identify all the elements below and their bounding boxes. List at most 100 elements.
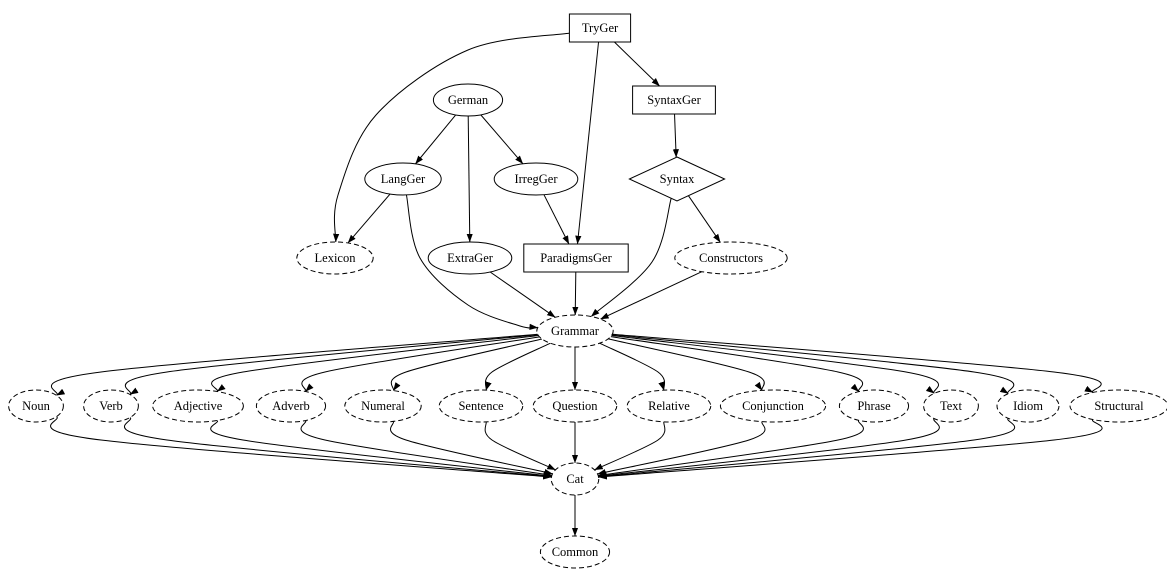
edge-grammar-text <box>611 335 940 394</box>
edge-syntax-grammar <box>590 198 672 317</box>
structural-shape <box>1069 389 1167 423</box>
node-label: Question <box>552 399 598 413</box>
node-sentence: Sentence <box>438 389 524 423</box>
node-paradigmsger: ParadigmsGer <box>523 243 629 273</box>
irregger-shape <box>493 162 579 196</box>
node-label: Adjective <box>174 399 223 413</box>
node-cat: Cat <box>550 462 600 496</box>
edge-grammar-structural <box>612 333 1102 393</box>
edge-phrase-cat <box>597 419 864 478</box>
node-label: TryGer <box>582 21 619 35</box>
node-verb: Verb <box>83 389 139 423</box>
node-syntaxger: SyntaxGer <box>632 85 716 115</box>
verb-shape <box>83 389 139 423</box>
edge-grammar-idiom <box>612 334 1015 395</box>
cat-shape <box>550 462 600 496</box>
node-label: German <box>448 93 489 107</box>
edge-german-langger <box>415 114 457 165</box>
node-noun: Noun <box>8 389 64 423</box>
edge-tryger-syntaxger <box>614 41 660 87</box>
edge-langger-lexicon <box>347 193 391 244</box>
common-shape <box>539 535 611 569</box>
adverb-shape <box>255 389 327 423</box>
node-adjective: Adjective <box>152 389 244 423</box>
node-grammar: Grammar <box>536 314 614 348</box>
node-conjunction: Conjunction <box>719 389 827 423</box>
node-syntax: Syntax <box>628 156 726 202</box>
node-lexicon: Lexicon <box>296 241 374 275</box>
numeral-shape <box>344 389 422 423</box>
node-structural: Structural <box>1069 389 1167 423</box>
node-label: Phrase <box>857 399 891 413</box>
edge-grammar-sentence <box>484 342 551 391</box>
phrase-shape <box>838 389 910 423</box>
edge-extrager-grammar <box>489 271 556 318</box>
node-label: Cat <box>566 472 584 486</box>
tryger-shape <box>568 13 632 43</box>
edge-irregger-paradigmsger <box>543 194 570 245</box>
node-irregger: IrregGer <box>493 162 579 196</box>
node-adverb: Adverb <box>255 389 327 423</box>
node-label: Noun <box>22 399 51 413</box>
node-german: German <box>432 83 504 117</box>
node-label: Lexicon <box>315 251 357 265</box>
edge-grammar-verb <box>125 334 538 395</box>
node-question: Question <box>532 389 618 423</box>
node-label: Adverb <box>272 399 310 413</box>
edge-structural-cat <box>598 419 1103 480</box>
edge-grammar-noun <box>50 333 538 396</box>
grammar-shape <box>536 314 614 348</box>
node-label: Idiom <box>1013 399 1043 413</box>
edge-german-extrager <box>466 115 473 243</box>
node-label: Verb <box>99 399 123 413</box>
edge-grammar-numeral <box>390 338 543 391</box>
question-shape <box>532 389 618 423</box>
noun-shape <box>8 389 64 423</box>
node-label: Text <box>940 399 963 413</box>
node-label: Conjunction <box>742 399 805 413</box>
relative-shape <box>626 389 712 423</box>
edge-adverb-cat <box>300 420 553 478</box>
langger-shape <box>364 162 442 196</box>
edge-numeral-cat <box>390 421 553 475</box>
constructors-shape <box>674 241 788 275</box>
edge-tryger-lexicon <box>333 32 570 243</box>
node-label: Grammar <box>551 324 600 338</box>
edge-langger-grammar <box>405 194 538 330</box>
lexicon-shape <box>296 241 374 275</box>
node-label: ParadigmsGer <box>540 251 612 265</box>
edge-grammar-adjective <box>211 335 539 392</box>
edge-syntaxger-syntax <box>672 113 679 158</box>
node-label: Syntax <box>660 172 695 186</box>
node-label: Numeral <box>361 399 405 413</box>
node-extrager: ExtraGer <box>427 241 513 275</box>
node-label: Structural <box>1094 399 1144 413</box>
node-common: Common <box>539 535 611 569</box>
node-label: Common <box>552 545 599 559</box>
node-label: LangGer <box>381 172 426 186</box>
node-text: Text <box>923 389 979 423</box>
edge-german-irregger <box>480 114 524 165</box>
syntaxger-shape <box>632 85 716 115</box>
text-shape <box>923 389 979 423</box>
edge-constructors-grammar <box>600 271 703 320</box>
edge-syntax-constructors <box>688 195 721 243</box>
conjunction-shape <box>719 389 827 423</box>
edge-grammar-adverb <box>301 336 540 392</box>
node-langger: LangGer <box>364 162 442 196</box>
node-numeral: Numeral <box>344 389 422 423</box>
node-idiom: Idiom <box>996 389 1060 423</box>
edge-idiom-cat <box>598 417 1016 479</box>
node-label: Sentence <box>458 399 504 413</box>
node-relative: Relative <box>626 389 712 423</box>
edge-verb-cat <box>124 417 552 480</box>
edge-sentence-cat <box>484 421 556 471</box>
edge-tryger-paradigmsger <box>575 41 600 245</box>
node-tryger: TryGer <box>568 13 632 43</box>
node-label: ExtraGer <box>447 251 494 265</box>
node-label: SyntaxGer <box>647 93 701 107</box>
node-label: Relative <box>648 399 690 413</box>
edge-relative-cat <box>594 421 666 471</box>
